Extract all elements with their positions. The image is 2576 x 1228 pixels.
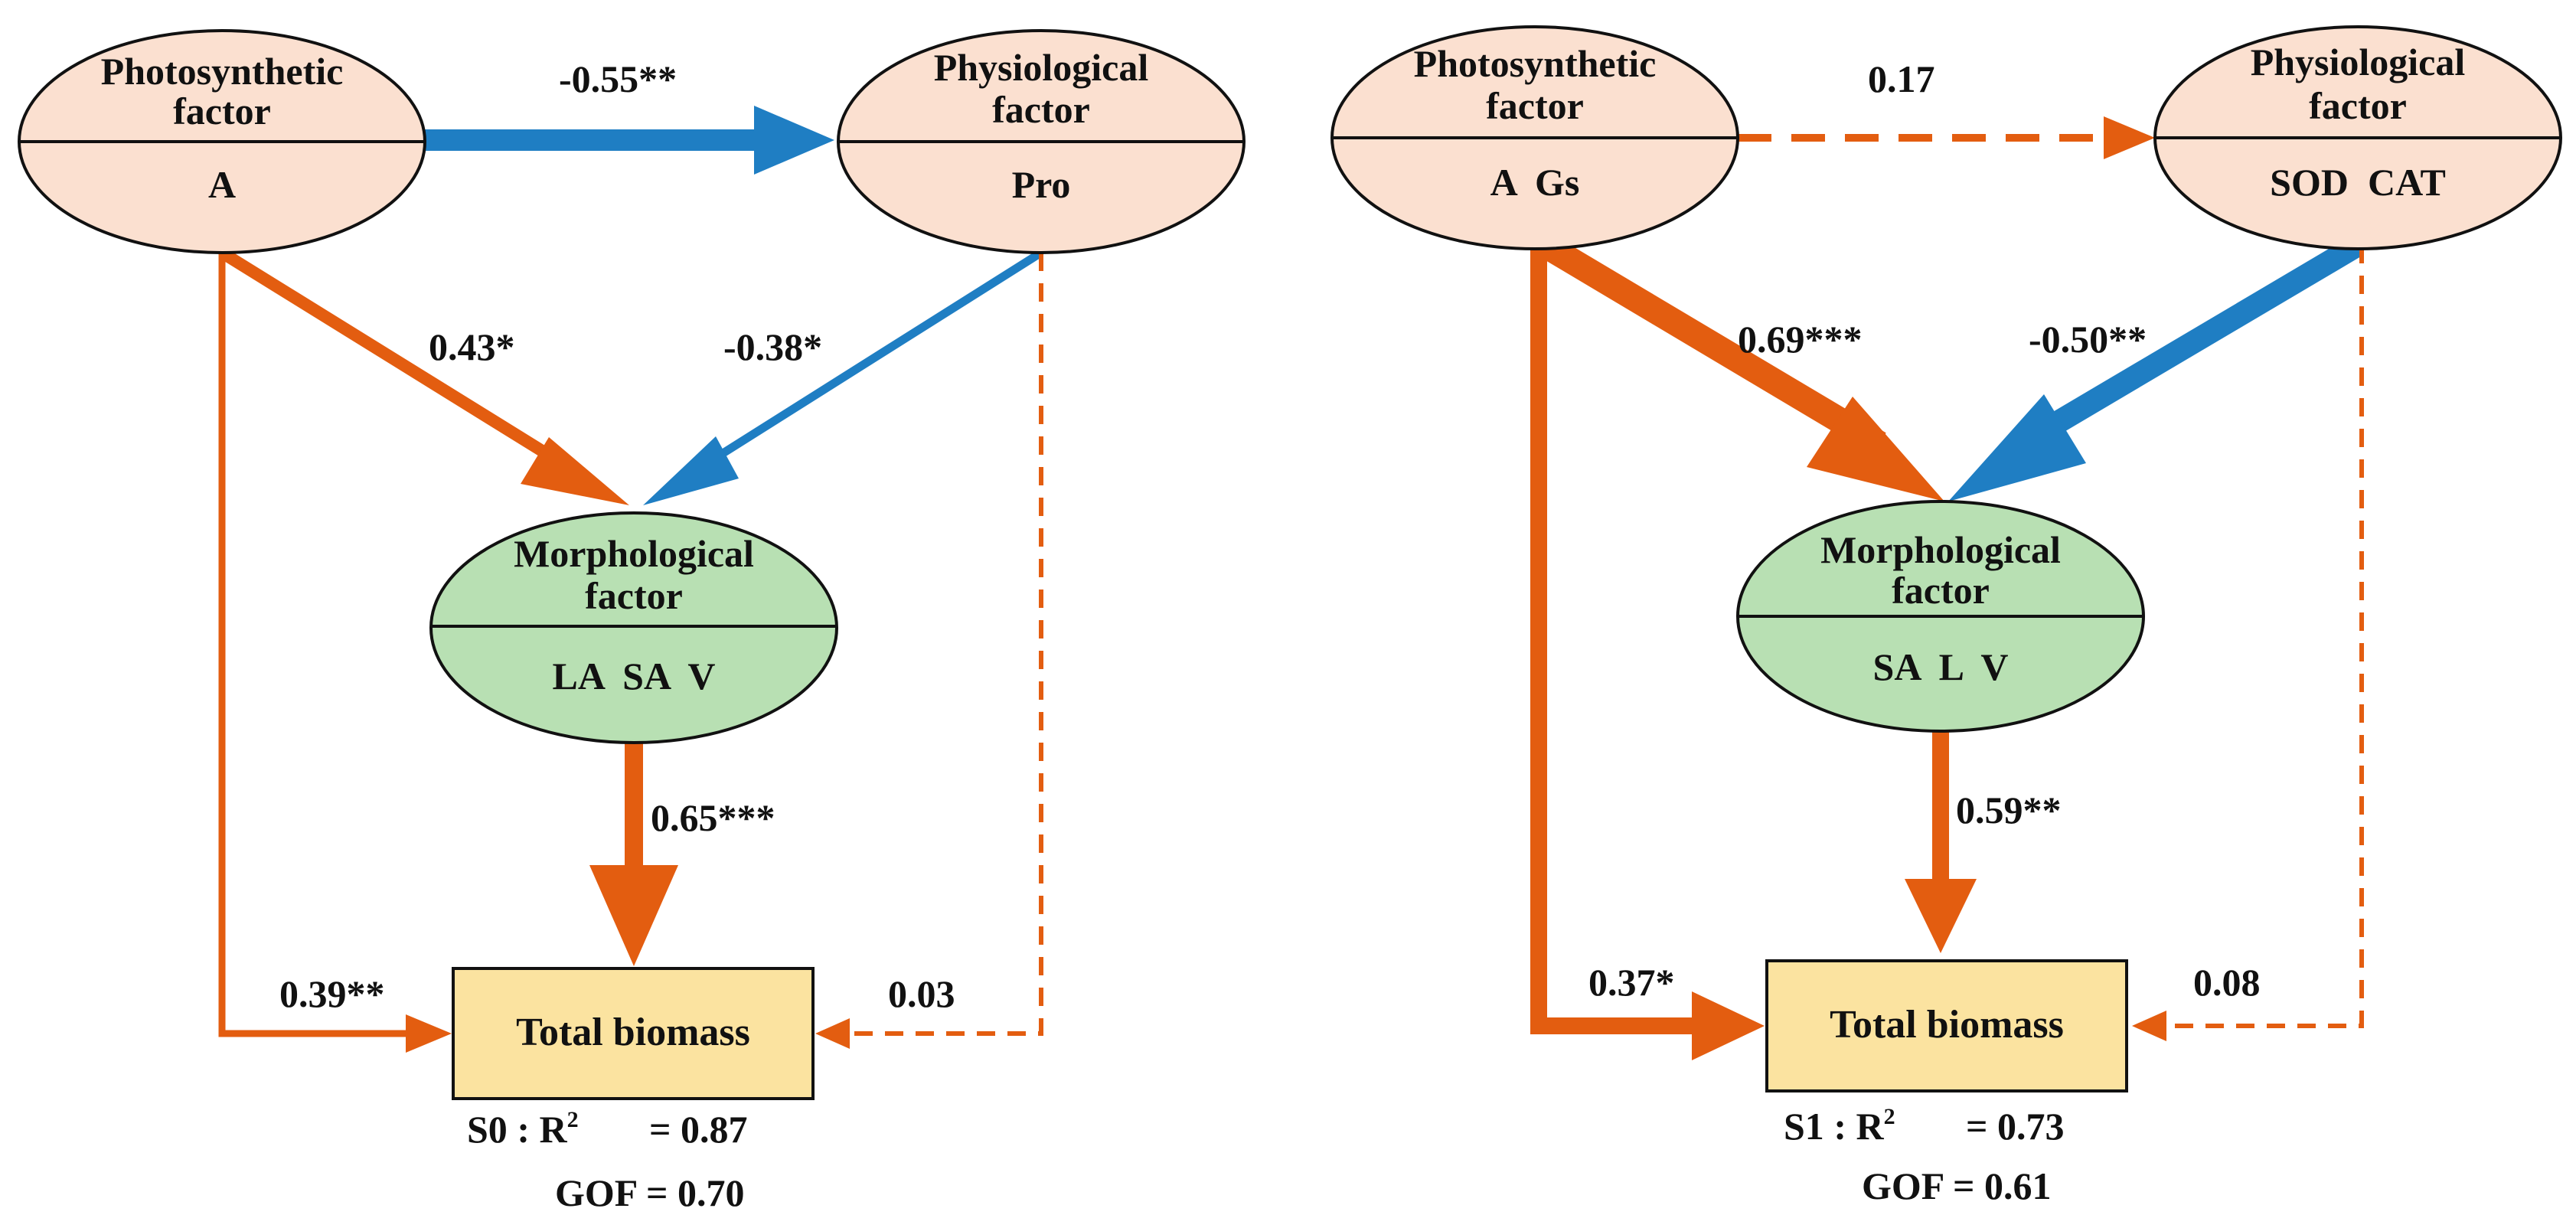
r2-value: = 0.87 — [649, 1108, 748, 1151]
node-title-line1: Physiological — [934, 46, 1149, 89]
arrowhead-physio-to-biomass-s0 — [815, 1018, 850, 1049]
node-title-line1: Photosynthetic — [1414, 42, 1657, 85]
node-title-line1: Photosynthetic — [101, 50, 344, 93]
node-photosynthetic-s1: Photosynthetic factor A Gs — [1330, 25, 1739, 250]
node-title-line2: factor — [2309, 84, 2407, 127]
arrowhead-morph-to-biomass-s0 — [589, 865, 678, 966]
node-title-line1: Physiological — [2251, 41, 2466, 83]
node-morphological-s1: Morphological factor SA L V — [1736, 500, 2145, 733]
path-photo-to-biomass-s0 — [218, 253, 413, 1037]
panel-s1: Photosynthetic factor A Gs Physiological… — [1330, 25, 2562, 1207]
node-variables: A — [208, 163, 236, 206]
arrowhead-physio-to-biomass-s1 — [2132, 1011, 2166, 1041]
coef-physio-morph: -0.38* — [723, 325, 822, 368]
node-title-line1: Morphological — [514, 532, 754, 575]
coef-physio-morph: -0.50** — [2029, 318, 2147, 361]
panel-s1-paths — [1530, 116, 2364, 1060]
group-label: S1 : R2 — [1784, 1104, 1895, 1148]
node-physiological-s1: Physiological factor SOD CAT — [2153, 25, 2562, 250]
coef-morph-biomass: 0.59** — [1956, 789, 2062, 831]
node-variables: Pro — [1012, 163, 1071, 206]
node-morphological-s0: Morphological factor LA SA V — [429, 511, 838, 744]
path-photo-to-biomass-s1 — [1530, 241, 1707, 1034]
path-physio-to-morph-s1 — [2015, 235, 2364, 454]
node-total-biomass-s1: Total biomass — [1765, 959, 2128, 1092]
biomass-label: Total biomass — [1830, 1003, 2064, 1047]
coef-photo-biomass: 0.37* — [1588, 961, 1675, 1004]
gof-value: GOF = 0.61 — [1862, 1164, 2051, 1207]
path-photo-to-morph-s1 — [1532, 230, 1886, 456]
node-variables: SOD CAT — [2270, 161, 2446, 204]
arrowhead-physio-to-morph-s0 — [643, 436, 739, 505]
node-physiological-s0: Physiological factor Pro — [837, 29, 1246, 254]
biomass-label: Total biomass — [516, 1011, 750, 1054]
panel-s0: Photosynthetic factor A Physiological fa… — [18, 29, 1246, 1214]
coef-physio-biomass: 0.03 — [888, 972, 955, 1015]
arrowhead-photo-to-physio-s0 — [754, 106, 834, 175]
node-title-line2: factor — [585, 574, 683, 617]
coef-photo-morph: 0.69*** — [1738, 318, 1863, 361]
arrowhead-physio-to-morph-s1 — [1948, 394, 2086, 501]
path-physio-to-biomass-s1 — [2166, 245, 2364, 1028]
coef-physio-biomass: 0.08 — [2193, 961, 2261, 1004]
node-photosynthetic-s0: Photosynthetic factor A — [18, 29, 426, 254]
path-physio-to-morph-s0 — [687, 249, 1043, 478]
coef-morph-biomass: 0.65*** — [651, 796, 775, 839]
coef-photo-morph: 0.43* — [429, 325, 515, 368]
arrowhead-photo-to-morph-s1 — [1807, 397, 1944, 501]
path-photo-to-morph-s0 — [218, 247, 582, 478]
r2-value: = 0.73 — [1966, 1105, 2065, 1148]
arrowhead-photo-to-morph-s0 — [521, 437, 629, 505]
group-label: S0 : R2 — [467, 1107, 579, 1151]
arrowhead-morph-to-biomass-s1 — [1905, 879, 1977, 953]
node-variables: SA L V — [1873, 645, 2009, 688]
node-title-line2: factor — [1892, 569, 1990, 612]
node-total-biomass-s0: Total biomass — [452, 967, 815, 1100]
coef-photo-physio: 0.17 — [1868, 57, 1935, 100]
node-title-line2: factor — [992, 88, 1090, 131]
coef-photo-biomass: 0.39** — [279, 972, 385, 1015]
fit-statistics-s0: S0 : R2 = 0.87 GOF = 0.70 — [467, 1107, 748, 1214]
node-variables: LA SA V — [552, 655, 715, 697]
coef-photo-physio: -0.55** — [559, 57, 677, 100]
arrowhead-photo-to-physio-s1 — [2104, 116, 2155, 159]
panel-s0-paths — [218, 106, 1043, 1053]
fit-statistics-s1: S1 : R2 = 0.73 GOF = 0.61 — [1784, 1104, 2065, 1207]
arrowhead-photo-to-biomass-s1 — [1692, 991, 1765, 1060]
gof-value: GOF = 0.70 — [555, 1171, 744, 1214]
arrowhead-photo-to-biomass-s0 — [406, 1014, 452, 1053]
node-variables: A Gs — [1490, 161, 1580, 204]
node-title-line2: factor — [173, 90, 271, 132]
node-title-line1: Morphological — [1820, 528, 2061, 571]
path-physio-to-biomass-s0 — [846, 253, 1043, 1036]
node-title-line2: factor — [1486, 84, 1584, 127]
